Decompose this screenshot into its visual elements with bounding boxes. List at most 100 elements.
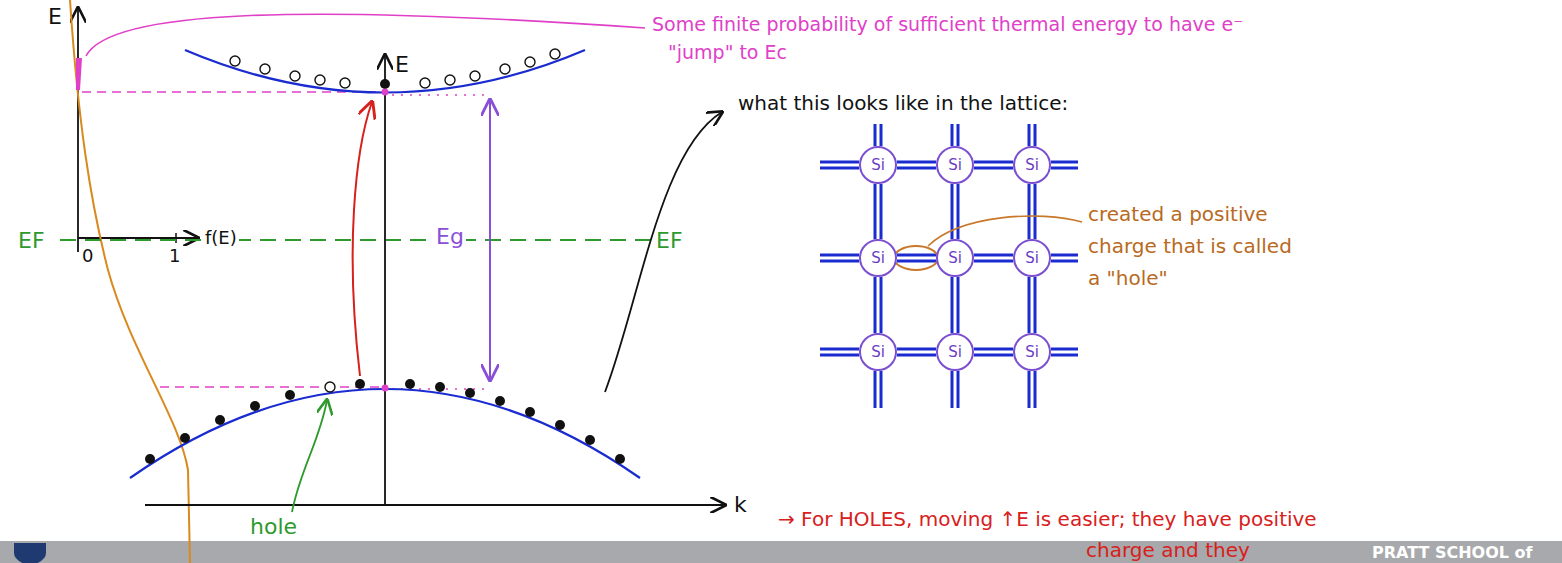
bond-line [951,277,960,333]
electron-dot [405,379,415,389]
bond-line [951,184,960,239]
empty-state [260,64,270,74]
atom-symbol: Si [1025,250,1039,267]
empty-state [445,75,455,85]
bond-line [874,277,883,333]
bond-gap [1031,184,1034,239]
hole-note: charge and they [1086,537,1250,563]
empty-state [230,49,560,88]
electron-dot [555,420,565,430]
energy-axis [384,55,386,505]
atom-circle: Si [859,333,897,371]
hole-overlay [894,216,1082,270]
axis-label: E [48,2,62,32]
footer-bar [0,541,1562,563]
atom-symbol: Si [948,250,962,267]
atom-circle: Si [936,333,974,371]
empty-state [315,75,325,85]
bond-gap [877,184,880,239]
electron-dot [250,401,260,411]
conduction-edge-line [82,91,385,93]
axis-tick-label: 0 [82,244,93,268]
empty-state [230,56,240,66]
electron-dot [465,388,475,398]
bond-gap [897,257,936,260]
bond-pair [897,258,936,259]
fermi-level-label: EF [18,226,45,256]
bond-gap [877,277,880,333]
atom-symbol: Si [871,157,885,174]
bond-gap [897,164,936,167]
atom-symbol: Si [871,344,885,361]
atom-symbol: Si [871,250,885,267]
empty-state [290,71,300,81]
bond-pair [897,352,936,353]
fermi-curve [70,0,190,563]
lattice-pointer [605,112,722,392]
bond-pair [974,165,1013,166]
atom-circle: Si [1013,239,1051,277]
atom-symbol: Si [948,157,962,174]
electron-dot [215,415,225,425]
electron-dot [285,390,295,400]
atom-symbol: Si [948,344,962,361]
band-edge-dot [382,89,389,96]
callout-note: Some finite probability of sufficient th… [652,12,1243,38]
callout-line [86,14,645,56]
valence-edge-line [160,386,385,388]
bond-pair [897,165,936,166]
electron-dot [145,454,155,464]
electron-dot [585,435,595,445]
bond-line [874,184,883,239]
bond-gap [974,257,1013,260]
hole-note: → For HOLES, moving ↑E is easier; they h… [778,506,1317,533]
bond-gap [954,277,957,333]
atom-circle: Si [1013,146,1051,184]
electron-dot [355,379,365,389]
bond-pair [974,352,1013,353]
empty-state [550,49,560,59]
empty-state [420,78,430,88]
bond-line [974,161,1013,170]
energy-axis [77,8,79,252]
excitation-arrow [353,102,372,376]
empty-state [500,64,510,74]
callout-note: "jump" to Ec [668,40,787,66]
hole-loop [894,246,938,270]
axis-label: E [395,50,409,80]
occupancy-axis [78,237,198,239]
atom-circle: Si [859,239,897,277]
bond-gap [1031,277,1034,333]
bond-gap [954,184,957,239]
axis-label: f(E) [203,226,239,250]
bond-pair [1032,277,1033,333]
bond-pair [1032,184,1033,239]
electron-dot [495,396,505,406]
empty-state [525,57,535,67]
fermi-level-label: EF [656,226,683,256]
bond-gap [897,351,936,354]
bond-pair [974,258,1013,259]
lattice-note: what this looks like in the lattice: [738,90,1068,117]
axis-tick-label: 1 [169,244,180,268]
atom-circle: Si [936,239,974,277]
empty-state [340,78,350,88]
empty-state [470,71,480,81]
valence-edge-dots [392,388,490,390]
conduction-band [185,50,585,93]
hole-note: created a positive charge that is called… [1088,198,1293,294]
outer-bond [820,124,1078,408]
atom-symbol: Si [1025,344,1039,361]
k-axis [145,504,725,506]
excited-electron [380,79,390,89]
fermi-level-line [60,239,650,241]
bond-gap [974,351,1013,354]
bandgap-arrow [489,100,491,380]
bond-pair [878,277,879,333]
probability-tail [76,58,82,90]
band-edge-dot [382,385,389,392]
electron-dot [435,382,445,392]
